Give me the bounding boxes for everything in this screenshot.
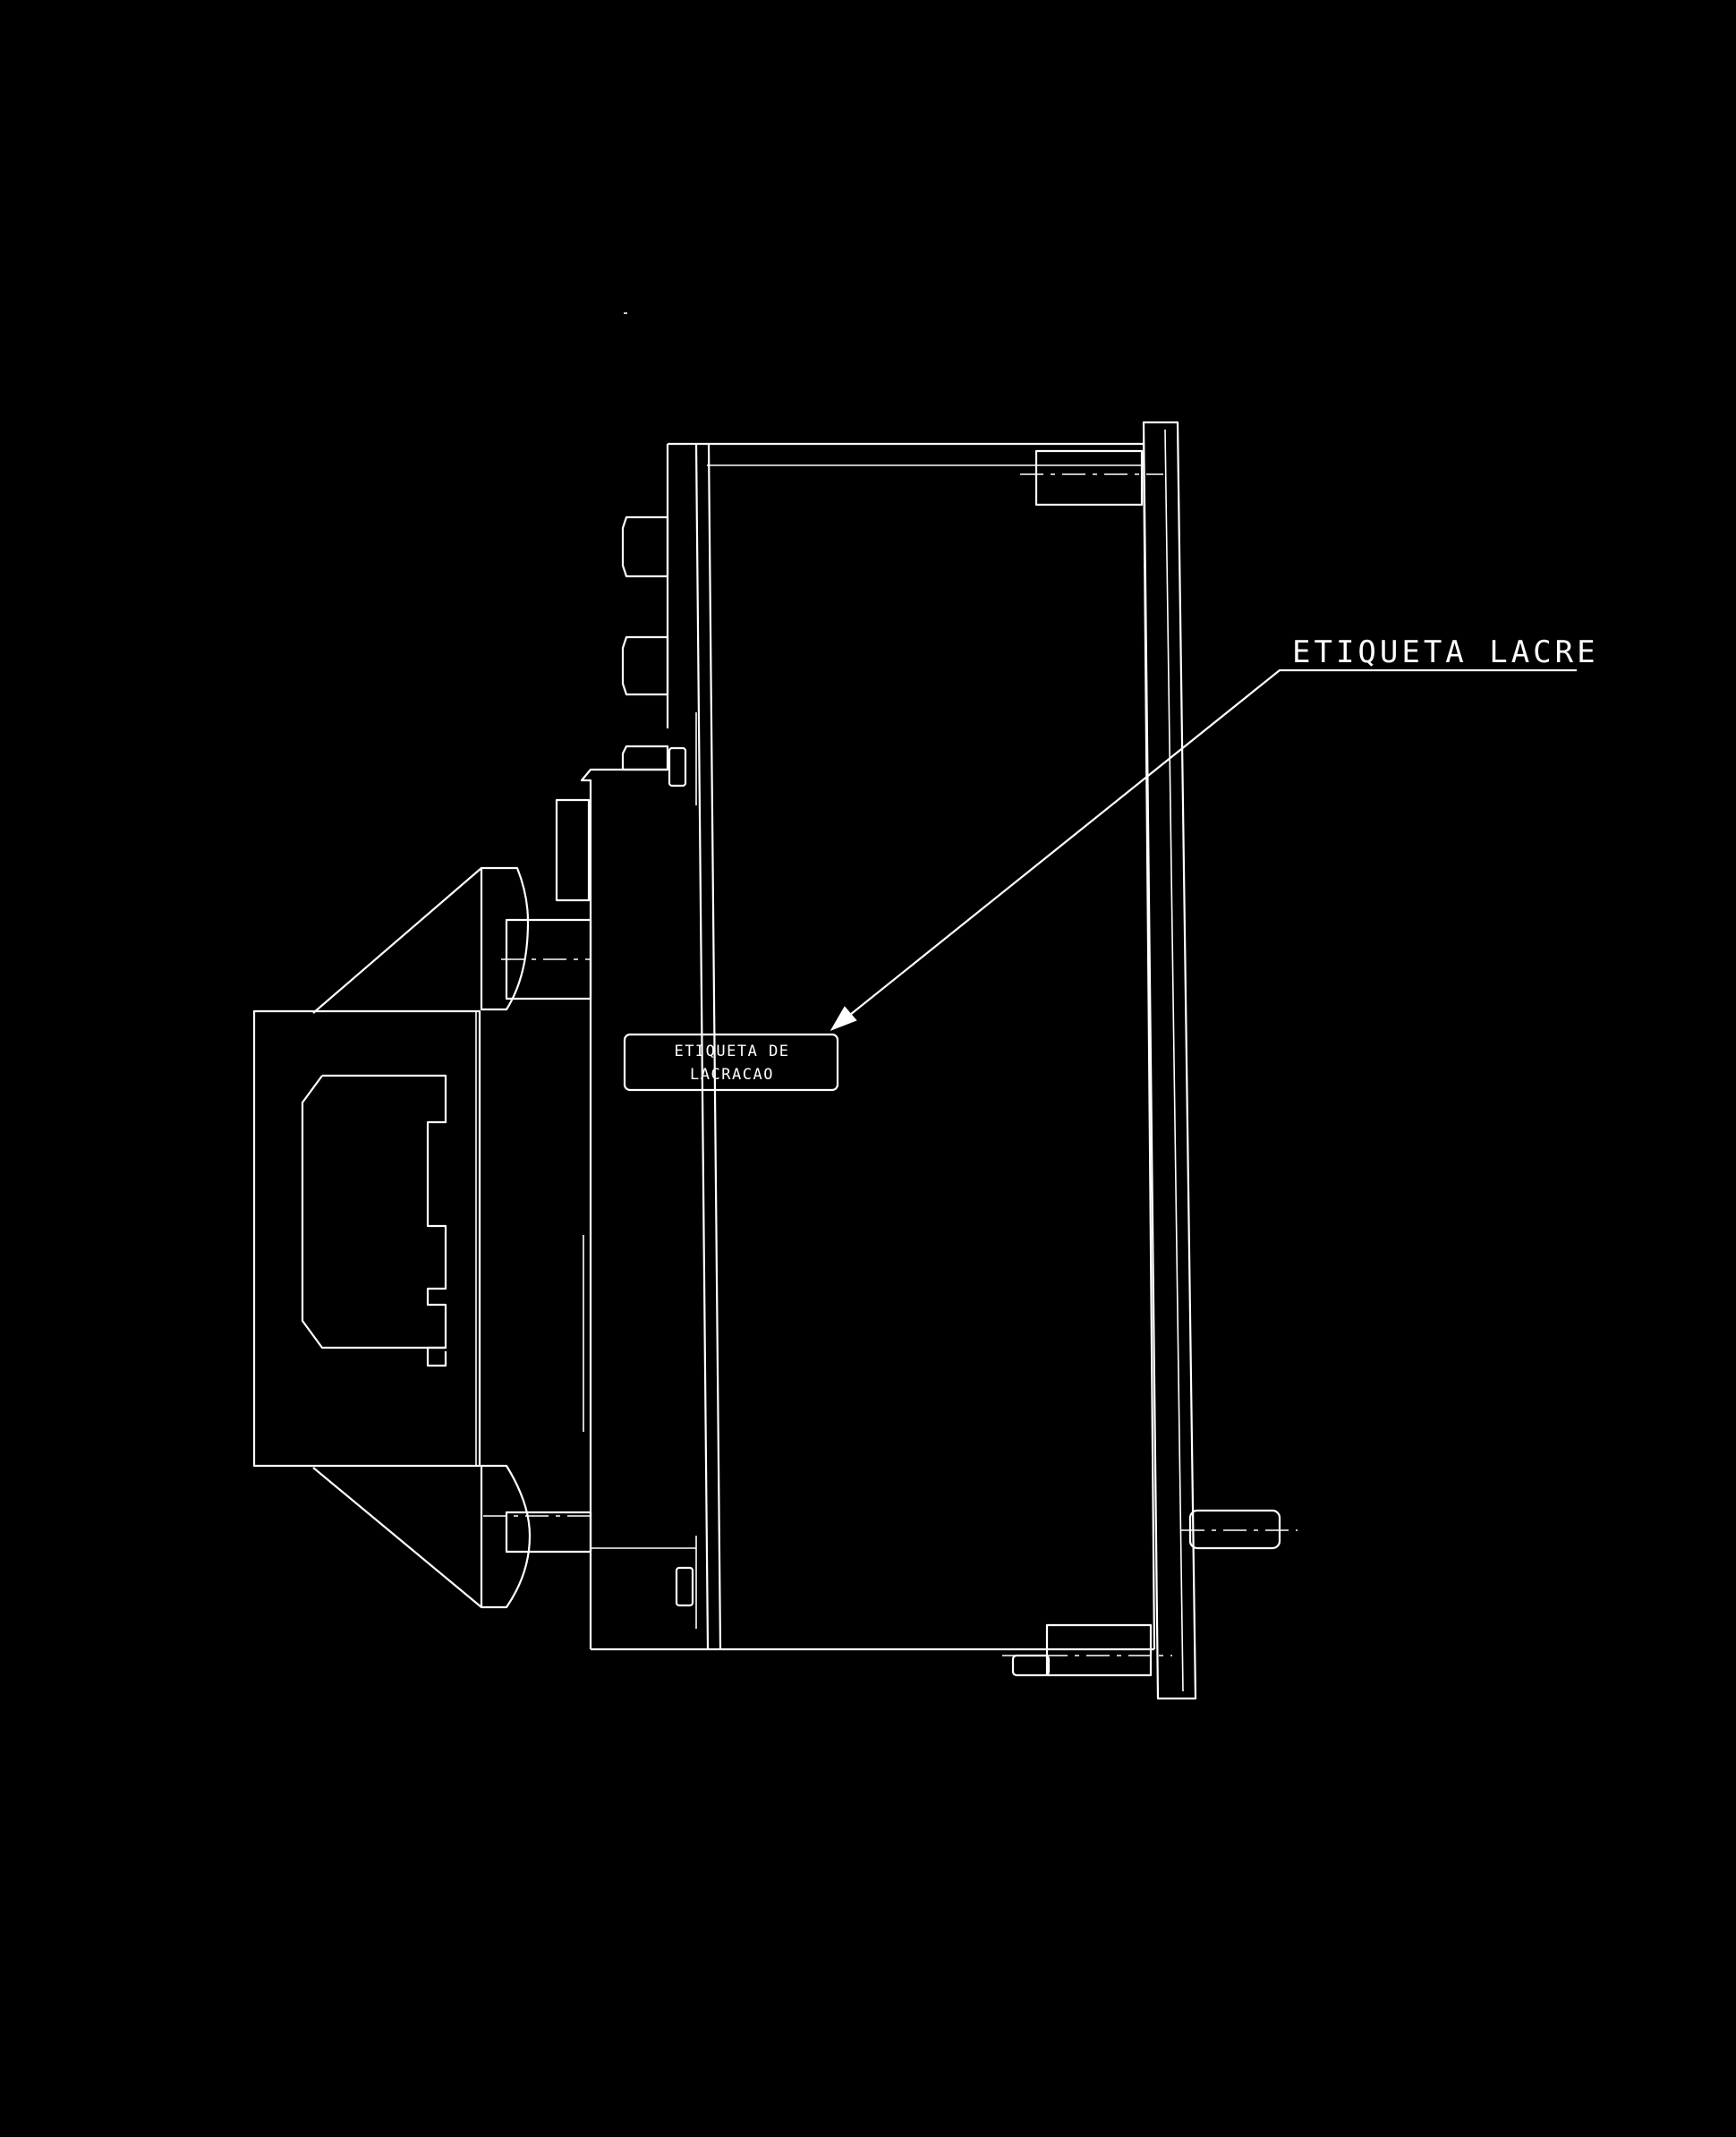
mounting-plate bbox=[555, 768, 696, 1649]
sealing-label-line-1: ETIQUETA DE bbox=[674, 1043, 789, 1060]
transformer-assembly bbox=[252, 866, 598, 1609]
sealing-label: ETIQUETA DE LACRACAO bbox=[623, 1033, 839, 1092]
back-panel-studs bbox=[1002, 449, 1298, 1677]
callout-label: ETIQUETA LACRE bbox=[1292, 634, 1599, 670]
arrowhead-icon bbox=[830, 1006, 857, 1031]
enclosure-body bbox=[591, 421, 1197, 1700]
sealing-label-line-2: LACRACAO bbox=[690, 1066, 774, 1084]
front-connectors bbox=[621, 515, 697, 1629]
callout-leader: ETIQUETA LACRE bbox=[830, 634, 1599, 1031]
